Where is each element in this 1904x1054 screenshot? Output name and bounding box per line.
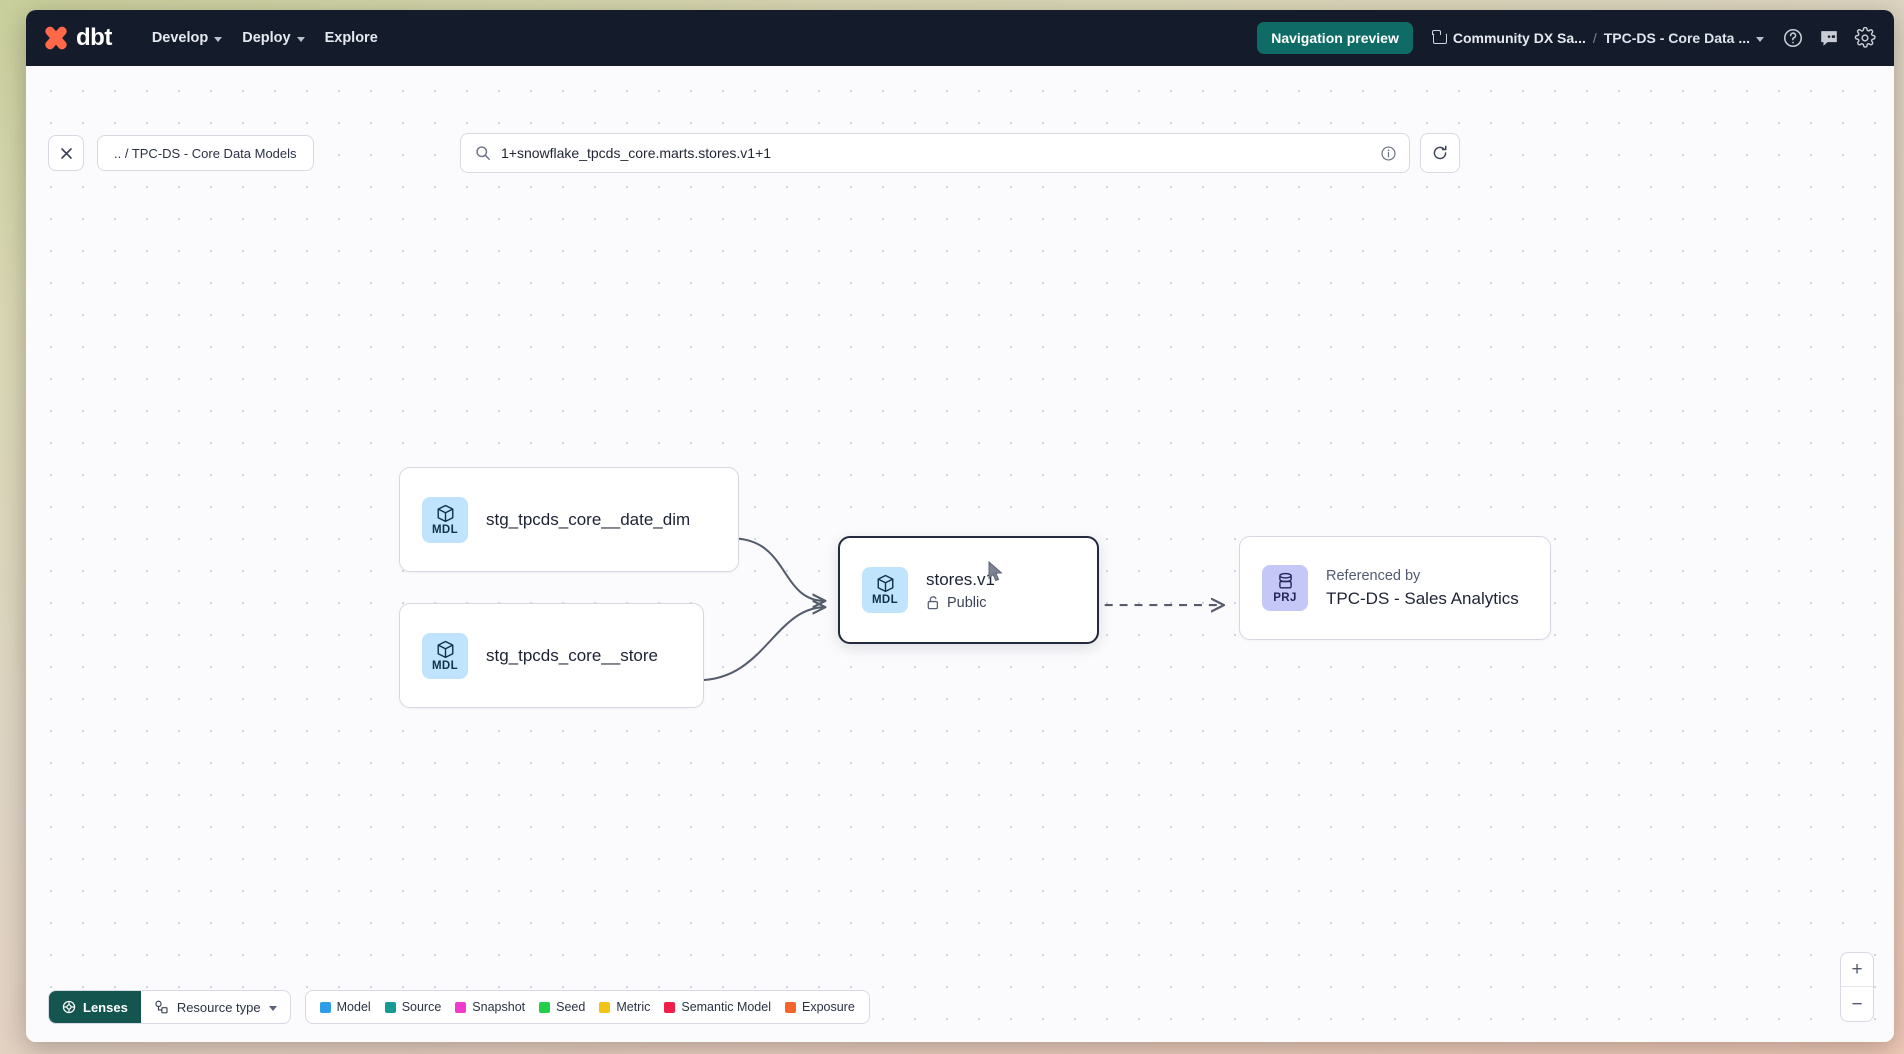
legend-swatch: [664, 1001, 676, 1013]
graph-node-stg-tpcds-core-date-dim[interactable]: MDL stg_tpcds_core__date_dim: [399, 467, 739, 572]
graph-node-access-label: Public: [947, 594, 987, 611]
legend-label: Seed: [556, 1000, 586, 1014]
model-badge-label: MDL: [431, 659, 459, 672]
dbt-x-icon: [42, 24, 70, 52]
lineage-graph-canvas[interactable]: .. / TPC-DS - Core Data Models: [26, 66, 1894, 1042]
dbt-logo[interactable]: dbt: [42, 24, 112, 52]
help-circle-icon[interactable]: [1782, 27, 1804, 49]
nav-item-explore-label: Explore: [324, 30, 378, 46]
model-badge-icon: MDL: [862, 567, 908, 613]
resource-breadcrumb-pill[interactable]: .. / TPC-DS - Core Data Models: [97, 135, 314, 171]
bottom-toolbar: Lenses Resource type Model: [48, 990, 870, 1024]
model-badge-label: MDL: [431, 523, 459, 536]
gear-icon[interactable]: [1854, 27, 1876, 49]
graph-node-text: Referenced by TPC-DS - Sales Analytics: [1326, 568, 1519, 609]
top-navigation-bar: dbt Develop Deploy Explore Navigation pr…: [26, 10, 1894, 66]
nav-item-explore[interactable]: Explore: [315, 23, 388, 53]
info-icon[interactable]: [1380, 145, 1397, 162]
legend-label: Snapshot: [472, 1000, 526, 1014]
resource-type-filter[interactable]: Resource type: [141, 991, 290, 1023]
search-input[interactable]: [501, 145, 1370, 161]
graph-toolbar: .. / TPC-DS - Core Data Models: [26, 122, 1894, 184]
zoom-out-button[interactable]: −: [1851, 993, 1863, 1015]
resource-type-legend: Model Source Snapshot Seed Metric: [304, 990, 870, 1024]
chevron-down-icon: [296, 36, 305, 42]
nav-item-develop[interactable]: Develop: [142, 23, 232, 53]
legend-item-exposure: Exposure: [784, 1000, 855, 1014]
graph-node-tpc-ds-sales-analytics[interactable]: PRJ Referenced by TPC-DS - Sales Analyti…: [1239, 536, 1551, 640]
nav-item-develop-label: Develop: [151, 30, 209, 46]
graph-node-label: stores.v1: [926, 569, 995, 589]
refresh-button[interactable]: [1420, 133, 1460, 173]
nodes-icon: [155, 1000, 168, 1013]
legend-item-semantic-model: Semantic Model: [664, 1000, 771, 1014]
model-badge-icon: MDL: [422, 632, 468, 679]
app-window: dbt Develop Deploy Explore Navigation pr…: [26, 10, 1894, 1042]
legend-swatch: [455, 1001, 467, 1013]
lenses-button[interactable]: Lenses: [49, 991, 141, 1023]
graph-edges: [698, 537, 1894, 682]
legend-label: Model: [336, 1000, 371, 1014]
legend-item-model: Model: [319, 1000, 371, 1014]
graph-node-label: stg_tpcds_core__store: [486, 645, 658, 665]
legend-swatch: [539, 1001, 551, 1013]
breadcrumb-project[interactable]: TPC-DS - Core Data ...: [1604, 30, 1764, 46]
graph-node-text: stores.v1 Public: [926, 570, 995, 611]
legend-item-snapshot: Snapshot: [455, 1000, 525, 1014]
breadcrumb-account-label: Community DX Sa...: [1452, 30, 1586, 46]
project-badge-icon: PRJ: [1262, 565, 1308, 611]
model-badge-label: MDL: [871, 594, 899, 607]
breadcrumb-account[interactable]: Community DX Sa...: [1432, 29, 1586, 46]
feedback-icon[interactable]: [1818, 27, 1840, 49]
graph-node-stores-v1[interactable]: MDL stores.v1 Public: [838, 536, 1099, 644]
legend-label: Metric: [616, 1000, 651, 1014]
lens-icon: [62, 1000, 76, 1014]
legend-label: Exposure: [801, 1000, 855, 1014]
nav-item-deploy-label: Deploy: [242, 30, 291, 46]
chevron-down-icon: [214, 36, 223, 42]
legend-swatch: [384, 1001, 396, 1013]
legend-item-seed: Seed: [539, 1000, 585, 1014]
breadcrumb-project-label: TPC-DS - Core Data ...: [1603, 30, 1750, 46]
breadcrumb: Community DX Sa... / TPC-DS - Core Data …: [1432, 29, 1764, 46]
graph-node-label: stg_tpcds_core__date_dim: [486, 509, 691, 529]
breadcrumb-separator: /: [1592, 30, 1597, 46]
legend-label: Semantic Model: [681, 1000, 771, 1014]
model-badge-icon: MDL: [422, 496, 468, 543]
chevron-down-icon: [268, 1005, 277, 1011]
close-button[interactable]: [48, 135, 84, 171]
brand-name: dbt: [76, 24, 112, 51]
nav-item-deploy[interactable]: Deploy: [232, 23, 314, 53]
graph-node-stg-tpcds-core-store[interactable]: MDL stg_tpcds_core__store: [399, 603, 704, 708]
search-icon: [476, 146, 490, 160]
folder-icon: [1432, 29, 1447, 44]
lenses-group: Lenses Resource type: [48, 990, 291, 1024]
legend-item-source: Source: [384, 1000, 442, 1014]
legend-item-metric: Metric: [599, 1000, 650, 1014]
legend-swatch: [319, 1001, 331, 1013]
resource-type-label: Resource type: [176, 999, 261, 1015]
nav-icon-group: [1782, 27, 1876, 49]
project-badge-label: PRJ: [1273, 592, 1297, 605]
graph-node-label: TPC-DS - Sales Analytics: [1326, 588, 1519, 608]
navigation-preview-badge[interactable]: Navigation preview: [1257, 22, 1413, 54]
legend-swatch: [784, 1001, 796, 1013]
legend-swatch: [599, 1001, 611, 1013]
search-area: [460, 133, 1460, 173]
legend-label: Source: [401, 1000, 442, 1014]
graph-node-kicker: Referenced by: [1326, 567, 1421, 584]
zoom-controls: + −: [1840, 952, 1874, 1022]
search-box[interactable]: [460, 133, 1410, 173]
unlock-icon: [927, 596, 939, 610]
lenses-label: Lenses: [83, 999, 128, 1015]
graph-node-access: Public: [926, 595, 995, 611]
zoom-in-button[interactable]: +: [1841, 953, 1873, 987]
chevron-down-icon: [1756, 36, 1764, 42]
